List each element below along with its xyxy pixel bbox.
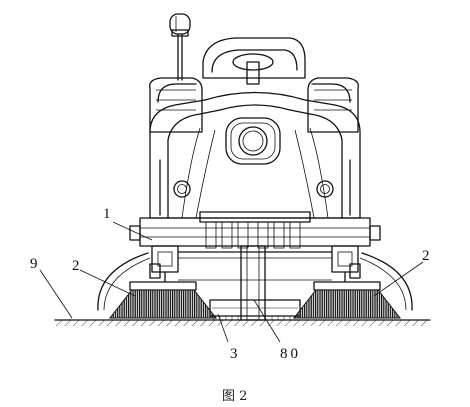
main-body <box>149 91 361 219</box>
side-brush-right <box>292 281 402 319</box>
front-lamp <box>225 117 281 165</box>
ground <box>54 319 431 326</box>
figure-caption: 图 2 <box>222 389 247 404</box>
left-indicator-light <box>173 180 191 198</box>
main-brush-assembly <box>209 299 301 320</box>
label-9: 9 <box>30 256 38 272</box>
right-side-pod <box>307 77 359 133</box>
leader-lines <box>39 221 424 343</box>
label-2-right: 2 <box>422 248 430 264</box>
label-80: 80 <box>280 346 301 362</box>
side-brush-left <box>108 281 218 319</box>
label-1: 1 <box>103 206 111 222</box>
under-frame <box>177 251 333 281</box>
driver-seat-area <box>202 37 306 85</box>
dust-cover-skirt <box>97 252 413 311</box>
label-3: 3 <box>230 346 238 362</box>
right-indicator-light <box>316 180 334 198</box>
chassis-frame <box>129 211 381 249</box>
brush-arm-left <box>149 245 179 283</box>
label-2-left: 2 <box>72 258 80 274</box>
warning-beacon <box>169 13 191 81</box>
suction-pipe <box>240 245 266 321</box>
brush-arm-right <box>331 245 361 283</box>
